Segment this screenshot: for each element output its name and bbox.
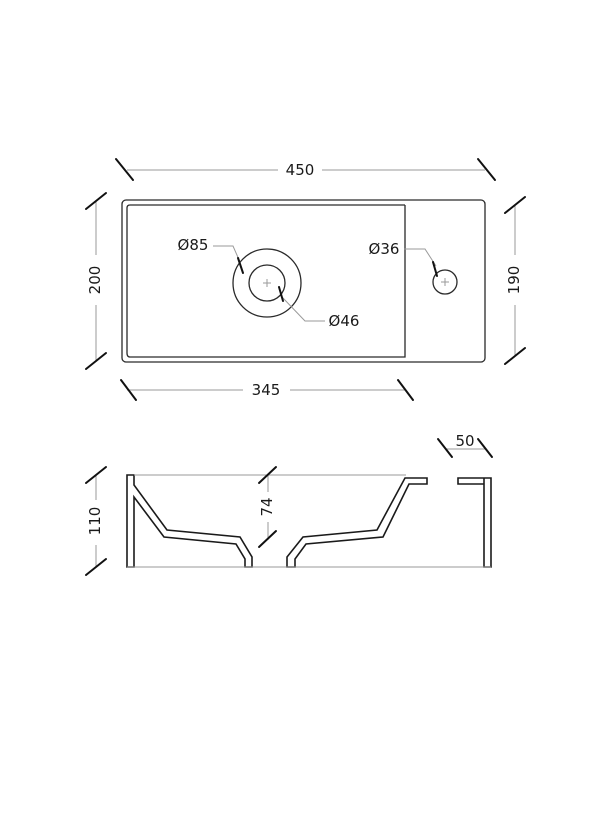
label-85: Ø85: [178, 236, 209, 254]
section-profile-left: [126, 474, 253, 568]
drain-inner-ring: [248, 264, 286, 302]
section-profile-middle: [286, 477, 428, 568]
tick-450-left: [115, 158, 134, 181]
dim-74-label: 74: [258, 497, 276, 516]
tick-50-right: [477, 438, 493, 458]
tick-190-top: [504, 196, 526, 214]
section-profile-right: [457, 477, 492, 568]
tick-85: [237, 257, 244, 274]
section-view: 110 74 50: [85, 432, 493, 576]
dim-50-label: 50: [455, 432, 474, 450]
dim-110-label: 110: [86, 507, 104, 536]
tick-345-left: [120, 379, 137, 401]
leader-85: [213, 245, 241, 263]
tick-110-bottom: [85, 558, 107, 576]
leader-36: [404, 248, 437, 267]
tick-200-top: [85, 192, 107, 210]
dim-345-label: 345: [252, 381, 281, 399]
tick-36: [432, 261, 438, 277]
label-46: Ø46: [329, 312, 360, 330]
tick-190-bottom: [504, 347, 526, 365]
leader-46: [281, 296, 325, 322]
plan-view: 450 200 190 345 Ø85 Ø46 Ø36: [85, 158, 526, 401]
label-36: Ø36: [369, 240, 400, 258]
bowl-inner-outline: [126, 204, 406, 358]
tick-50-left: [437, 438, 453, 458]
dim-450-label: 450: [286, 161, 315, 179]
dim-190-label: 190: [505, 266, 523, 295]
drain-outer-ring: [232, 248, 302, 318]
tick-74-bottom: [258, 530, 277, 548]
tick-110-top: [85, 466, 107, 484]
tick-450-right: [477, 158, 496, 181]
tick-74-top: [258, 466, 277, 484]
tick-200-bottom: [85, 352, 107, 370]
dim-200-label: 200: [86, 266, 104, 295]
tick-345-right: [397, 379, 414, 401]
tick-46: [278, 286, 284, 302]
basin-outer-outline: [121, 199, 486, 363]
tap-hole: [432, 269, 458, 295]
